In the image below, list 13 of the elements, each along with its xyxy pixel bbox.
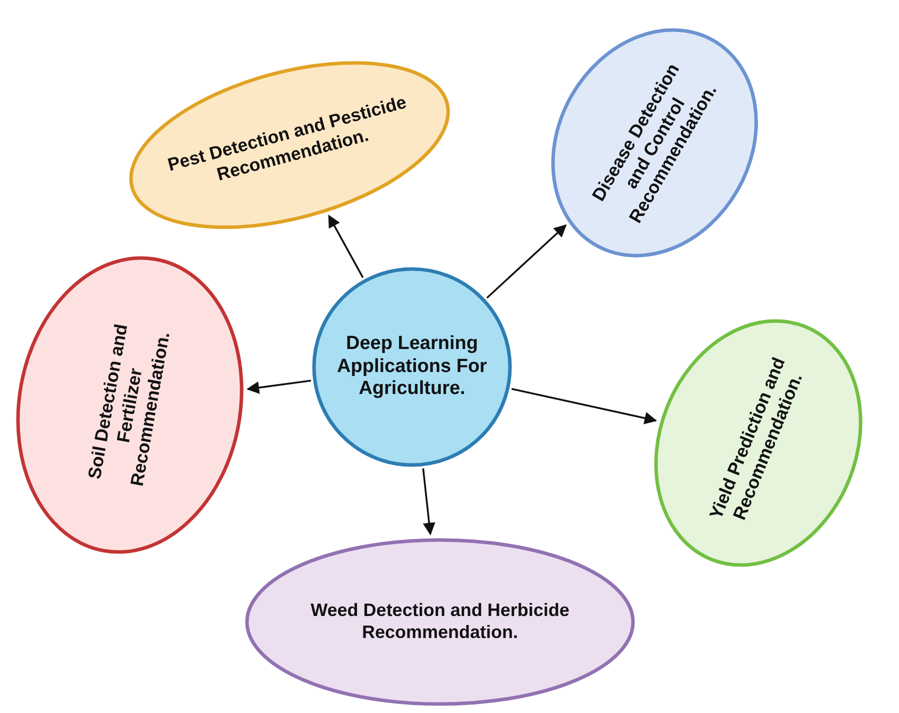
arrow: [511, 388, 658, 424]
ellipse-node: [652, 318, 864, 568]
ellipse-node: [311, 266, 513, 468]
arrow: [422, 468, 436, 536]
ellipse-node: [550, 27, 760, 259]
node-label: Weed Detection and Herbicide Recommendation.: [310, 600, 570, 644]
arrow: [486, 224, 567, 299]
arrow: [328, 214, 364, 278]
ellipse-node: [244, 537, 636, 707]
node-label: Deep Learning Applications For Agriculture.: [336, 332, 488, 402]
ellipse-node: [15, 254, 245, 555]
arrow: [246, 380, 312, 394]
ellipse-node: [128, 60, 452, 230]
